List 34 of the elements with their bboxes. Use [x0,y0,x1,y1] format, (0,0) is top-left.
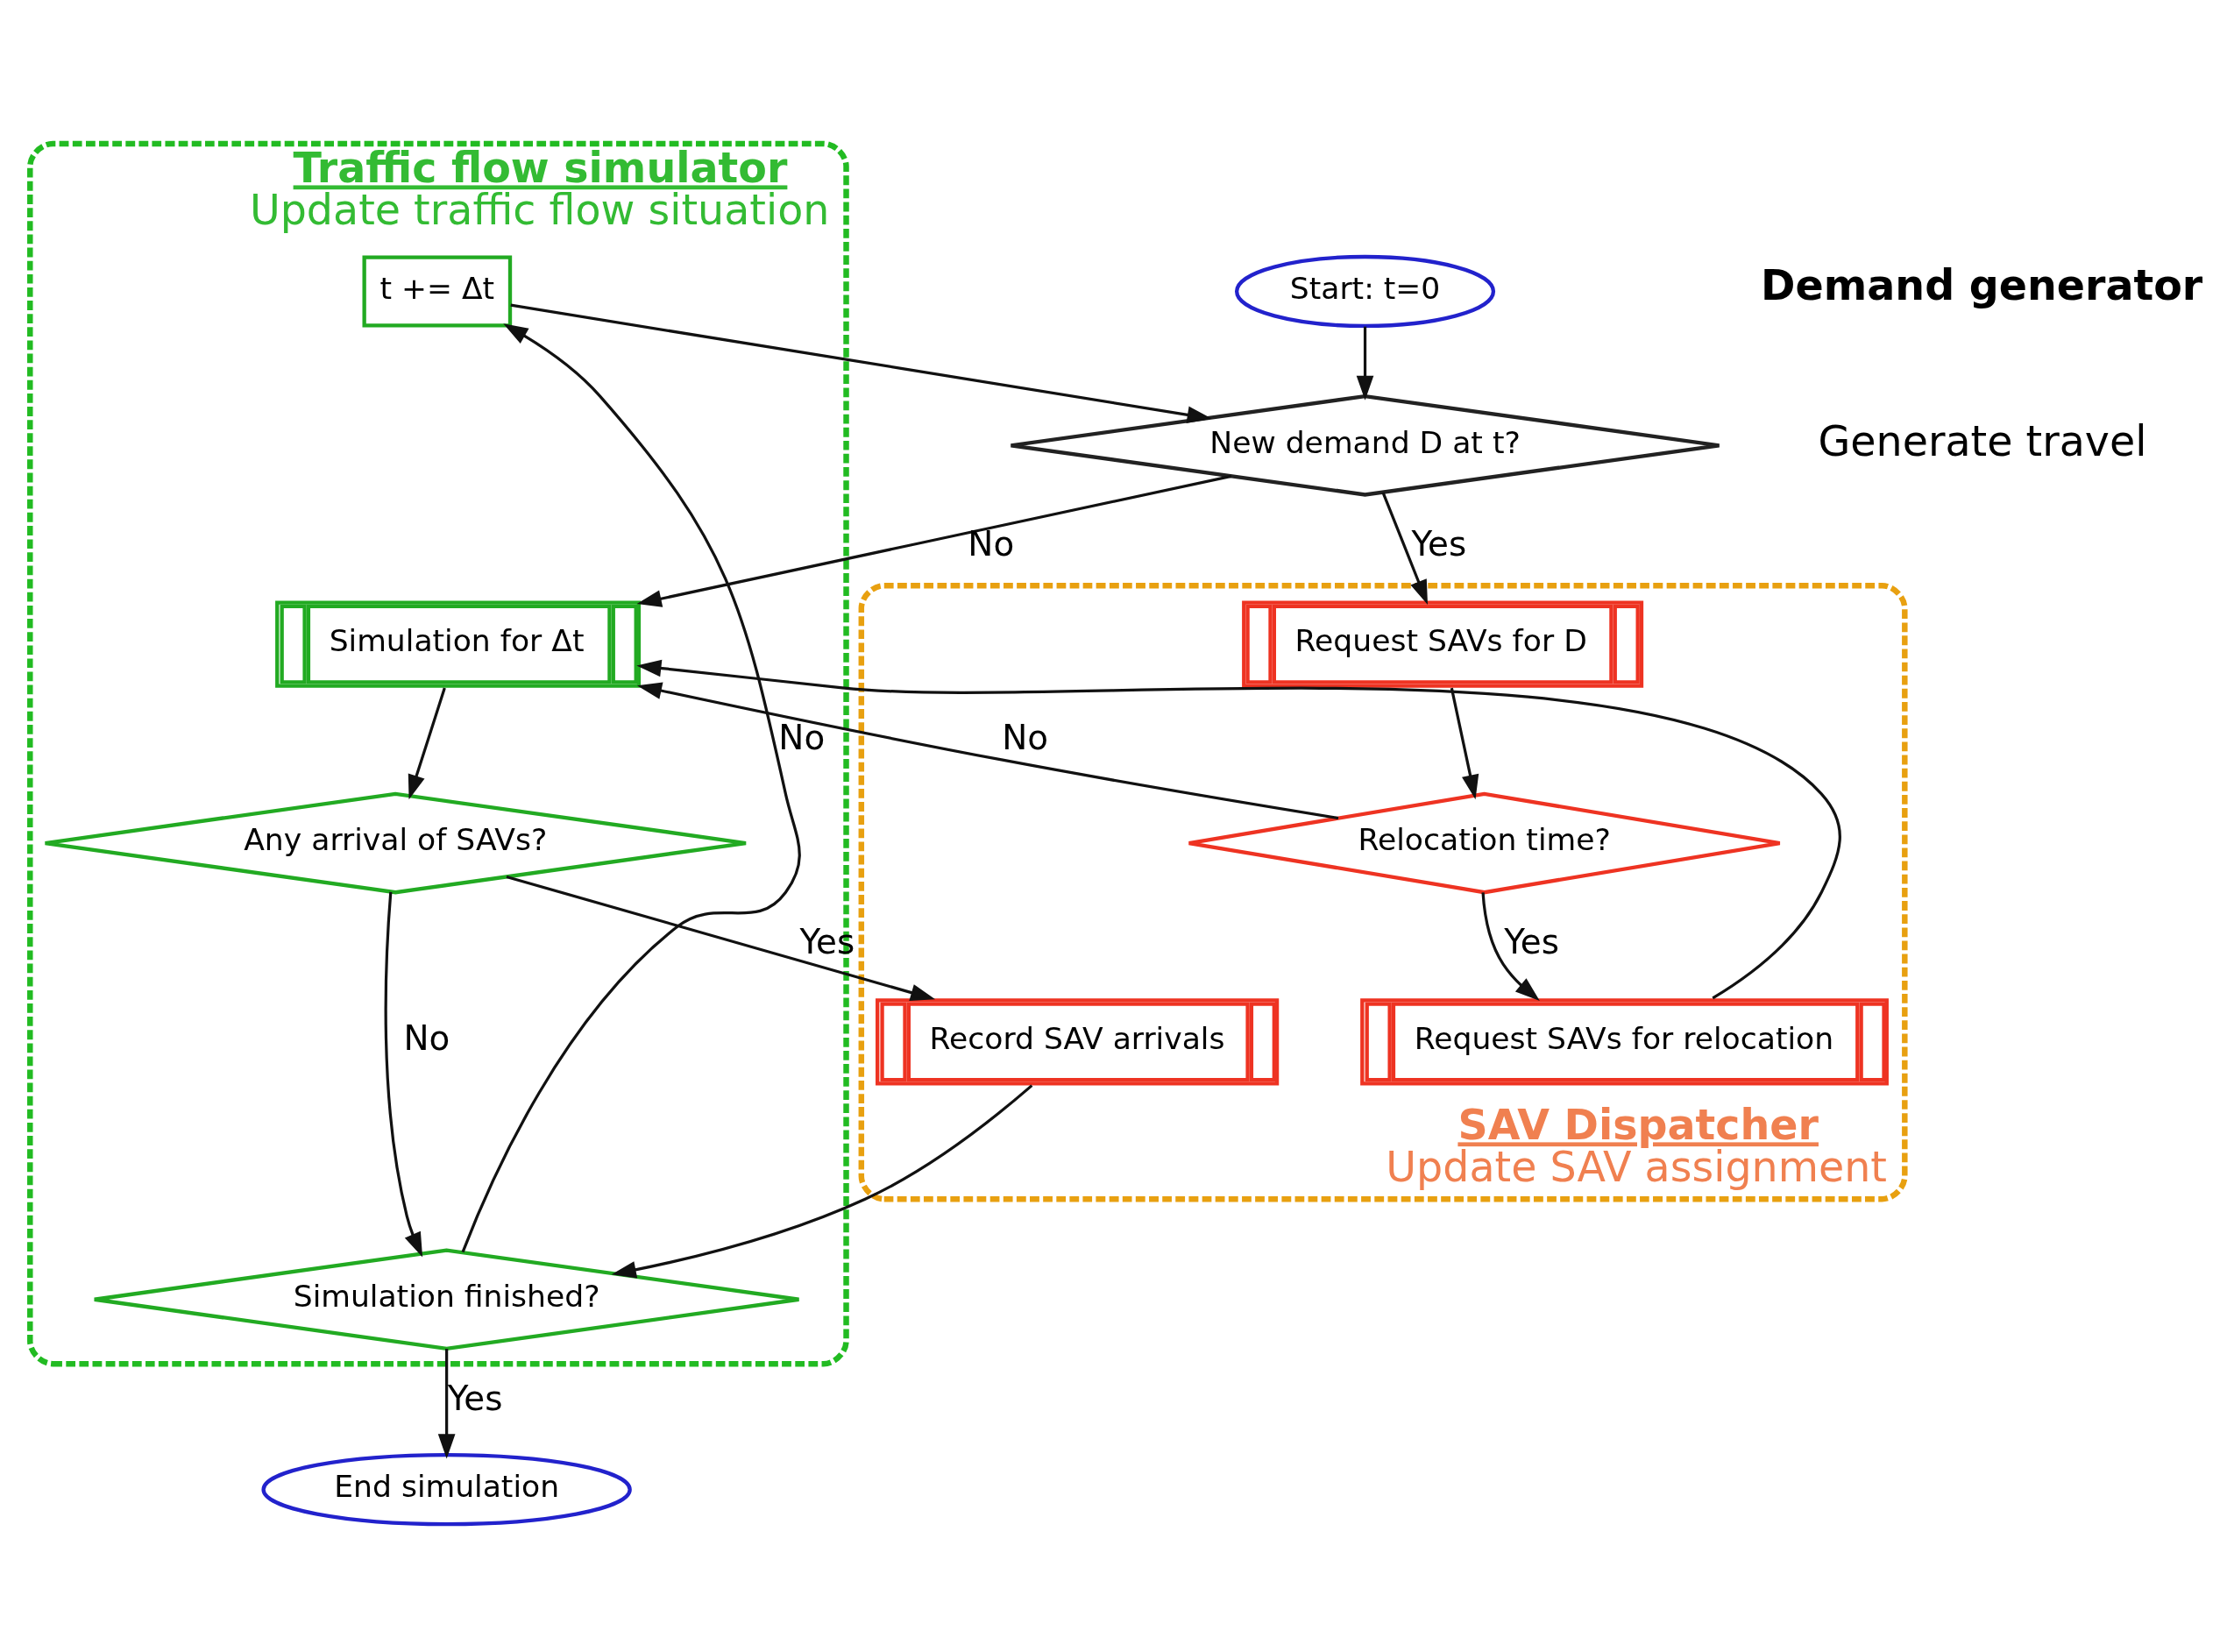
arrow [1356,326,1374,401]
edge-label: No [968,523,1015,564]
edge-label: Yes [799,921,855,961]
arrow [636,659,1841,999]
edge-label: No [1002,717,1049,757]
node-box: t += Δt [362,254,513,327]
edge-label: No [778,717,826,757]
edge-label: Yes [1411,523,1467,564]
arrow [611,1083,1033,1279]
label: Generate travel [1818,416,2147,465]
arrow [1450,687,1479,799]
edge-label: Yes [447,1378,503,1418]
node-ellipse: Start: t=0 [1235,254,1496,328]
arrow [510,303,1212,423]
node-diamond: Relocation time? [1187,791,1782,894]
arrow [636,681,1339,819]
arrow [1381,491,1428,605]
arrow [408,687,446,799]
arrow [506,875,936,1001]
node-diamond: Simulation finished? [92,1247,801,1351]
arrow [437,1348,456,1458]
node-box: Request SAVs for D [1242,599,1644,688]
arrow [1481,891,1540,1001]
node-box: Simulation for Δt [275,599,642,688]
node-diamond: Any arrival of SAVs? [43,791,748,894]
node-diamond: New demand D at t? [1009,394,1721,497]
node-ellipse: End simulation [261,1452,632,1526]
node-box: Record SAV arrivals [876,997,1280,1086]
edge-label: No [403,1017,450,1058]
arrow [384,891,423,1257]
edge-label: Yes [1504,921,1560,961]
arrow [461,323,801,1252]
arrow [636,474,1232,607]
label: Demand generator [1761,260,2203,309]
